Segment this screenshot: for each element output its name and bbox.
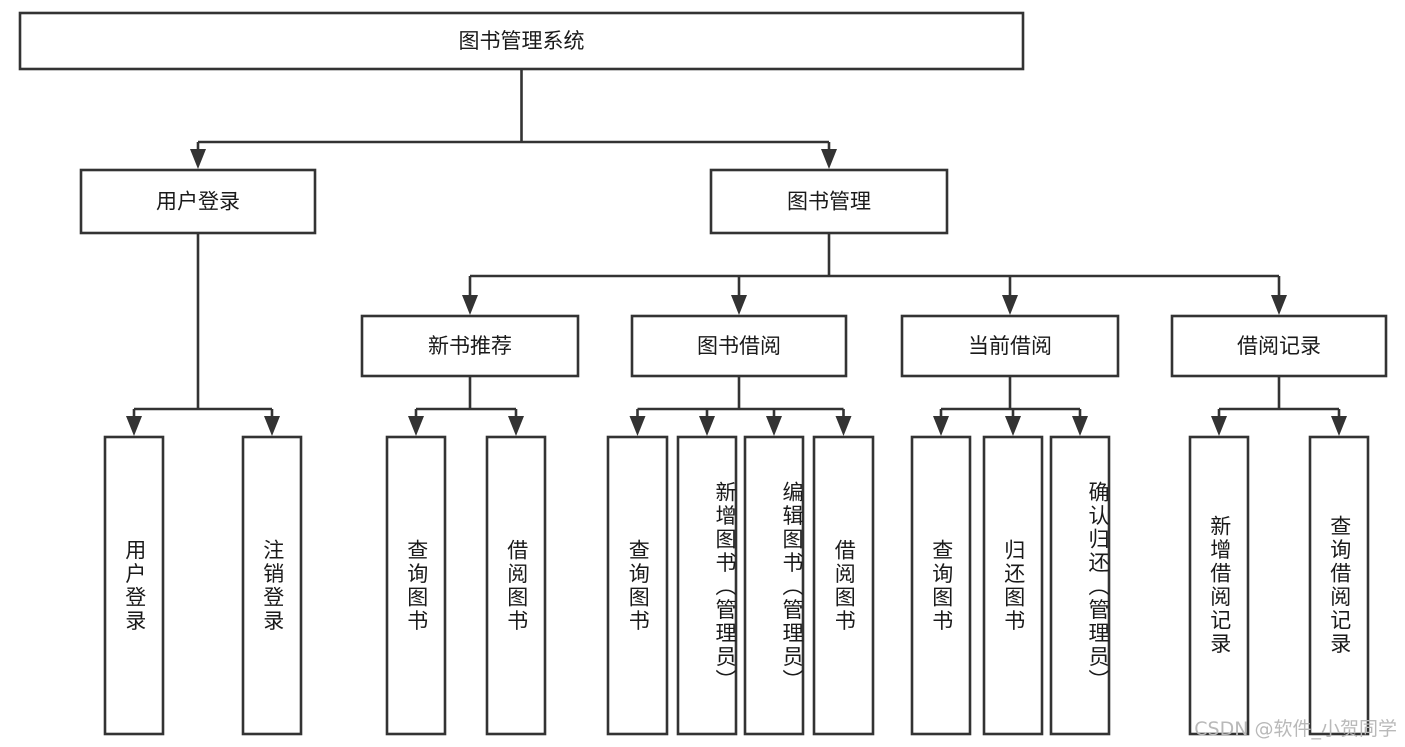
leaf-node-0-用户登录-rect[interactable] [103,435,165,736]
leaf-node-3-借阅图书-rect[interactable] [485,435,547,736]
arrow-head [835,416,852,436]
arrow-head [699,416,715,436]
arrow-head [1002,295,1018,315]
node-新书推荐[interactable]: 新书推荐 [360,314,580,378]
leaf-node-11-新增借阅记录-rect[interactable] [1188,435,1250,736]
node-用户登录[interactable]: 用户登录 [79,168,317,235]
leaf-node-2-查询图书-rect[interactable] [385,435,447,736]
arrow-head [821,149,837,169]
arrow-head [766,416,782,436]
node-新书推荐-label: 新书推荐 [428,334,512,358]
leaf-node-8-查询图书-rect[interactable] [910,435,972,736]
node-图书管理-label: 图书管理 [787,190,871,214]
edge-book-mgmt-to-level3 [462,233,1287,315]
arrow-head [1005,416,1021,436]
leaf-node-10-确认归还管理员-rect[interactable] [1049,435,1111,736]
edges-layer [126,69,1347,436]
node-图书借阅-rect[interactable] [630,314,848,378]
leaf-node-5-新增图书管理员-rect[interactable] [676,435,738,736]
edge-用户登录-to-leaves [126,233,280,436]
leaf-node-7-借阅图书-rect[interactable] [812,435,875,736]
node-当前借阅-label: 当前借阅 [968,334,1052,358]
arrow-head [264,416,280,436]
leaf-node-6-编辑图书管理员-rect[interactable] [743,435,805,736]
arrow-head [508,416,524,436]
node-借阅记录-label: 借阅记录 [1237,334,1321,358]
edge-root-to-level2 [190,69,837,169]
node-借阅记录-rect[interactable] [1170,314,1388,378]
node-当前借阅[interactable]: 当前借阅 [900,314,1120,378]
arrow-head [462,295,478,315]
watermark-text: CSDN @软件_小贺同学 [1194,718,1397,740]
node-root-图书管理系统-label: 图书管理系统 [459,29,585,53]
node-root-图书管理系统[interactable]: 图书管理系统 [18,11,1025,71]
arrow-head [408,416,424,436]
node-图书借阅-label: 图书借阅 [697,334,781,358]
arrow-head [1331,416,1347,436]
arrow-head [1072,416,1088,436]
node-用户登录-rect[interactable] [79,168,317,235]
arrow-head [1271,295,1287,315]
arrow-head [190,149,206,169]
node-图书管理-rect[interactable] [709,168,949,235]
node-当前借阅-rect[interactable] [900,314,1120,378]
node-图书管理[interactable]: 图书管理 [709,168,949,235]
node-用户登录-label: 用户登录 [156,190,240,214]
arrow-head [1211,416,1227,436]
edge-图书借阅-to-leaves [629,376,852,436]
leaf-node-12-查询借阅记录-rect[interactable] [1308,435,1370,736]
arrow-head [126,416,142,436]
node-root-图书管理系统-rect[interactable] [18,11,1025,71]
node-图书借阅[interactable]: 图书借阅 [630,314,848,378]
arrow-head [731,295,747,315]
edge-借阅记录-to-leaves [1211,376,1347,436]
node-借阅记录[interactable]: 借阅记录 [1170,314,1388,378]
leaf-node-4-查询图书-rect[interactable] [606,435,669,736]
arrow-head [933,416,949,436]
leaf-node-9-归还图书-rect[interactable] [982,435,1044,736]
node-新书推荐-rect[interactable] [360,314,580,378]
edge-新书推荐-to-leaves [408,376,524,436]
arrow-head [629,416,646,436]
edge-当前借阅-to-leaves [933,376,1088,436]
leaf-node-1-注销登录-rect[interactable] [241,435,303,736]
